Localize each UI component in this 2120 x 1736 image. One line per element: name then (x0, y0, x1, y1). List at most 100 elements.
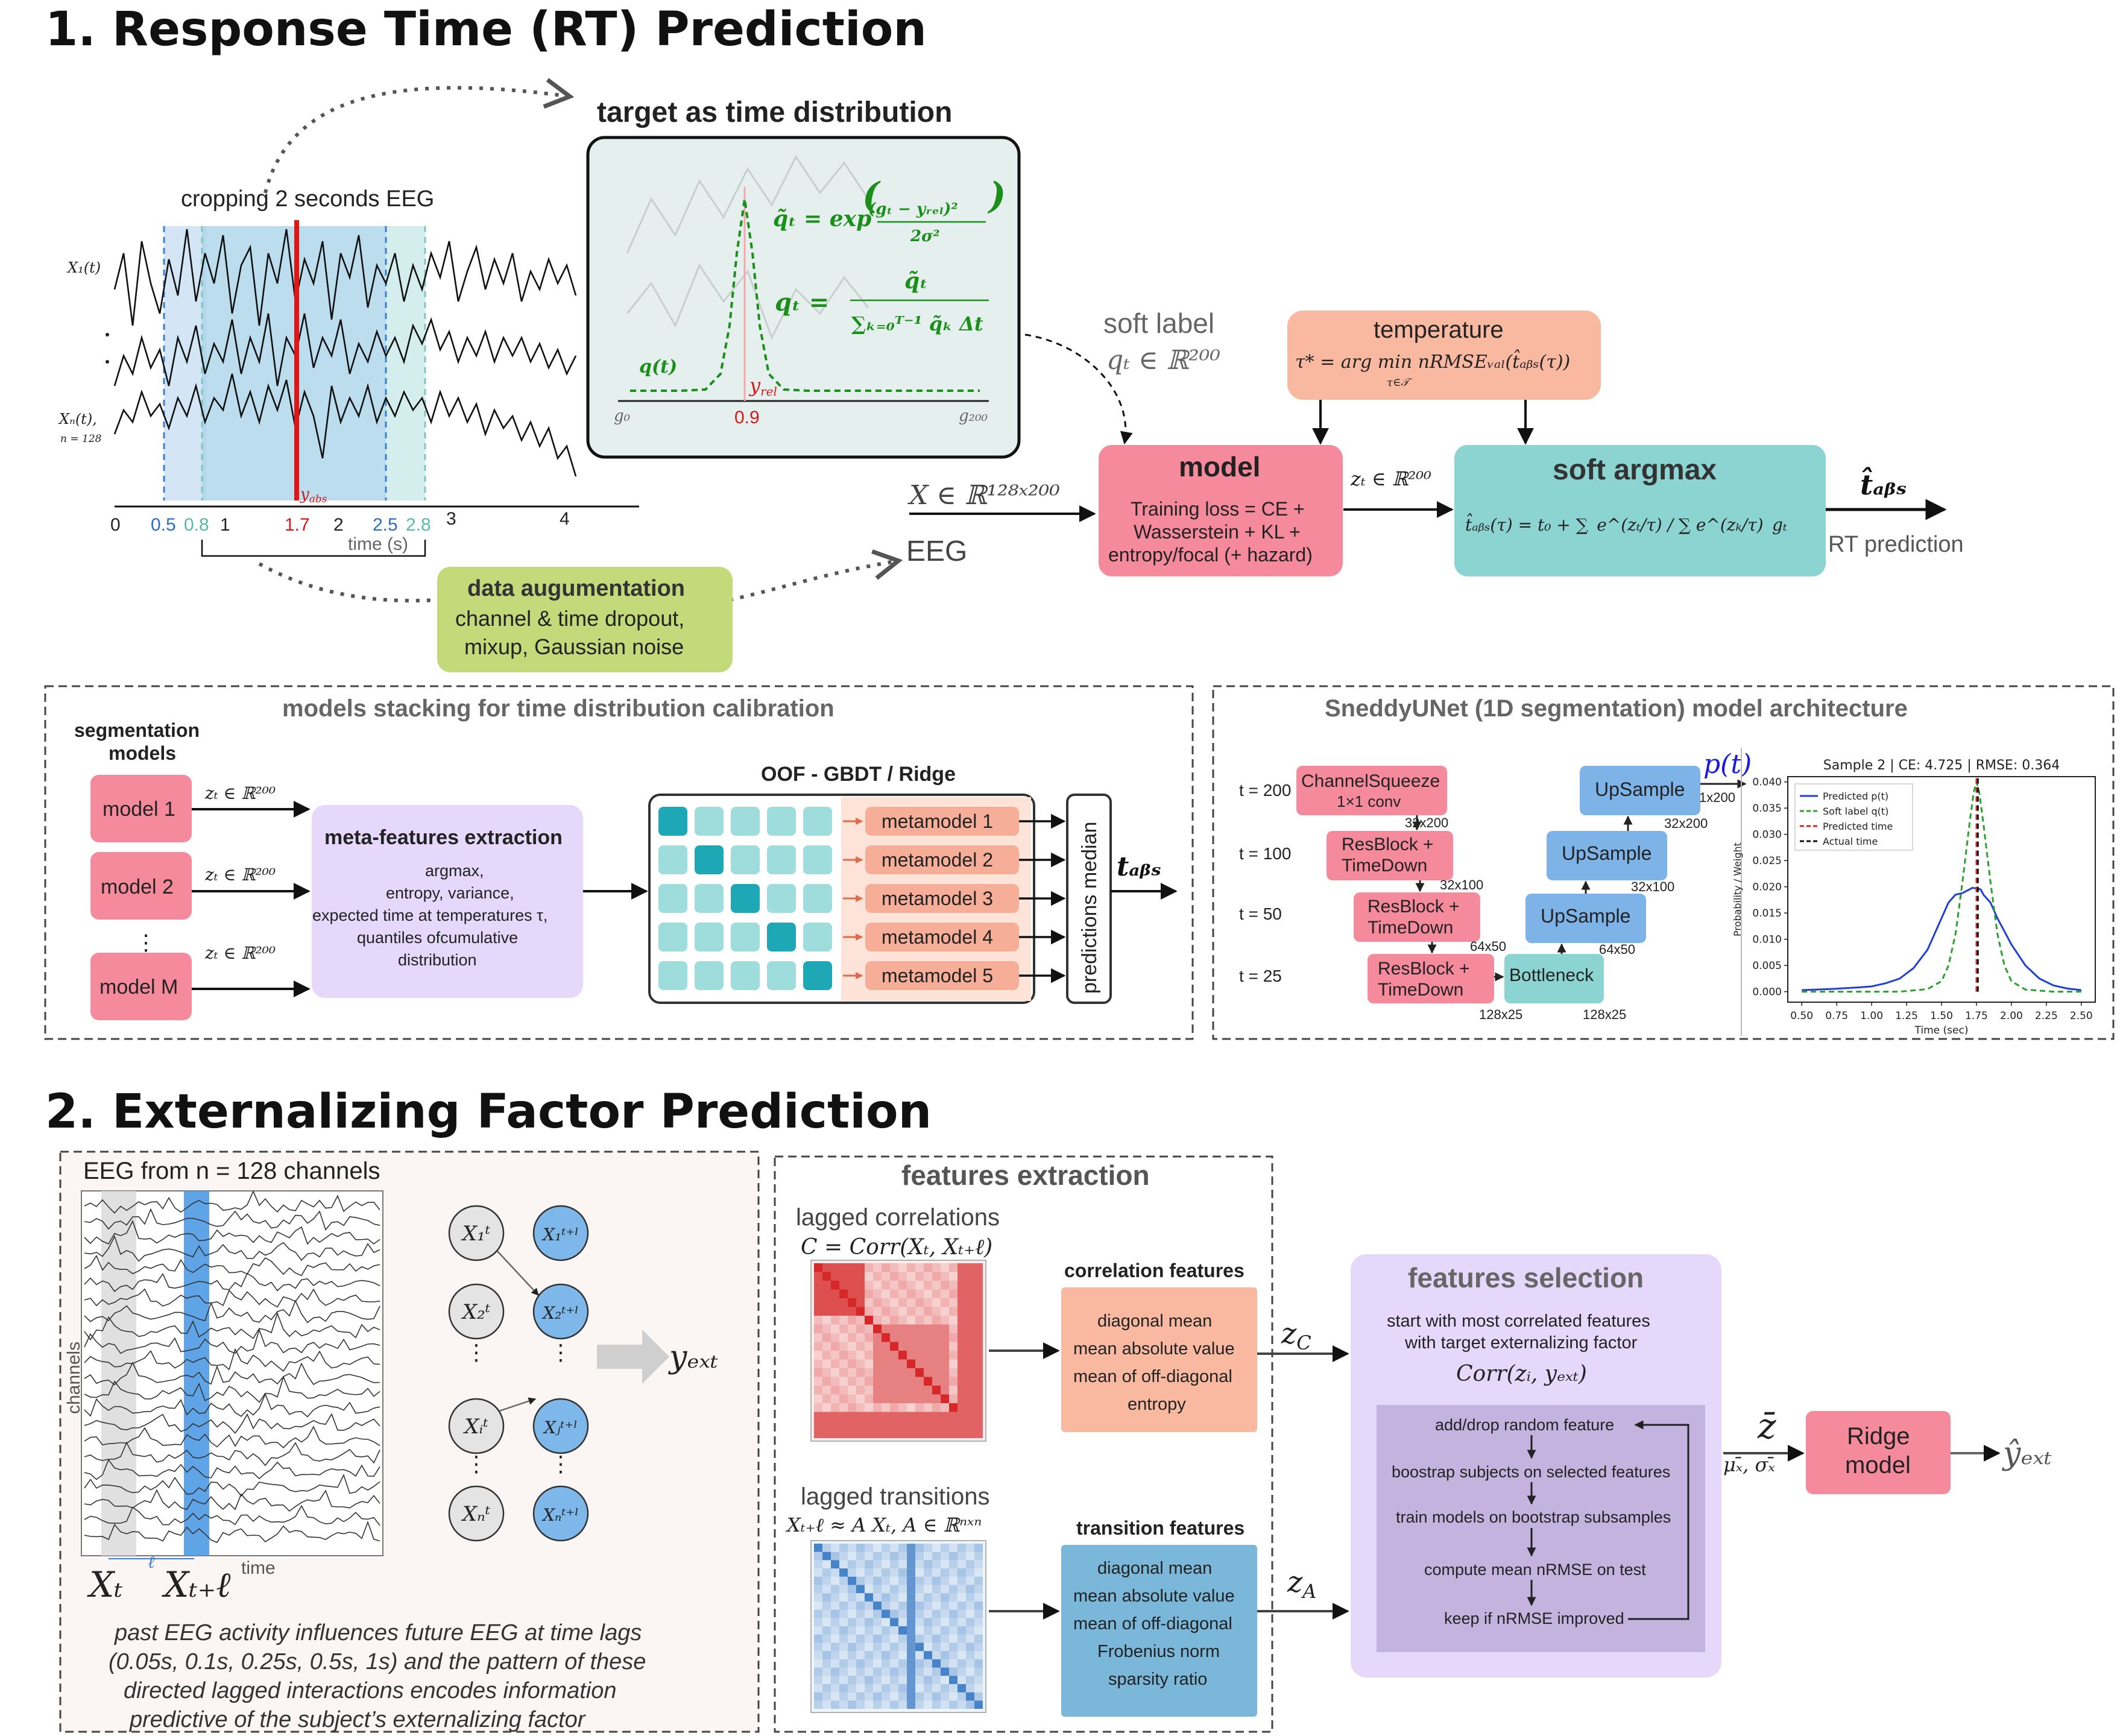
oof-cell (731, 884, 760, 913)
stacking-title: models stacking for time distribution ca… (282, 695, 834, 722)
oof-cell (731, 807, 760, 836)
chart-ytick: 0.025 (1752, 855, 1782, 867)
stack-z-m: zₜ ∈ ℝ²⁰⁰ (204, 943, 276, 963)
chart-ytick: 0.005 (1752, 960, 1782, 972)
oof-cell (658, 923, 687, 952)
lag-node-source-label: X₂ᵗ (461, 1300, 491, 1324)
tick-2: 2 (333, 515, 344, 535)
channel-top-label: X₁(t) (66, 259, 101, 276)
eq2-den: ∑ₖ₌₀ᵀ⁻¹ q̃ₖ Δt (851, 312, 983, 335)
oof-cell (695, 961, 724, 990)
chart-xtick: 1.75 (1965, 1010, 1988, 1022)
up1-label: UpSample (1541, 905, 1630, 927)
dim-128x25-a: 128x25 (1479, 1007, 1522, 1022)
chart-ytick: 0.020 (1752, 882, 1782, 894)
temperature-box: temperature τ* = arg min nRMSEᵥₐₗ(t̂ₐᵦₛ(… (1287, 311, 1601, 400)
level-100: t = 100 (1239, 844, 1291, 863)
chart-xtick: 0.75 (1825, 1010, 1848, 1022)
target-distribution-panel: target as time distribution q̃ₜ = exp (g… (586, 96, 1021, 459)
oof-cell (658, 961, 687, 990)
zbar-params: μₓ̄, σₓ̄ (1723, 1453, 1775, 1476)
trans-box-title: transition features (1076, 1517, 1245, 1539)
meta-line-1: argmax, (425, 862, 484, 880)
oof-cell (767, 961, 796, 990)
caption-line-3: directed lagged interactions encodes inf… (124, 1678, 617, 1703)
oof-grid (658, 807, 832, 990)
temperature-title: temperature (1374, 317, 1504, 343)
chart-ytick: 0.035 (1752, 803, 1782, 815)
corr-line-3: mean of off-diagonal (1073, 1367, 1232, 1386)
output-math: t̂ₐᵦₛ (1860, 467, 1907, 501)
oof-cell (803, 961, 832, 990)
seg-label-2: models (109, 742, 176, 764)
step-5: keep if nRMSE improved (1444, 1609, 1624, 1627)
eq1-num: (gₜ − yᵣₑₗ)² (868, 200, 958, 218)
features-title: features extraction (901, 1160, 1150, 1191)
oof-cell (731, 923, 760, 952)
time-label: time (241, 1558, 276, 1578)
corr-line-4: entropy (1128, 1395, 1186, 1414)
legend-entry: Predicted time (1823, 821, 1893, 832)
trans-math: Xₜ₊ℓ ≈ A Xₜ, A ∈ ℝⁿˣⁿ (785, 1513, 982, 1536)
tick-1: 1 (220, 515, 230, 535)
dim-1x200: 1x200 (1699, 790, 1735, 805)
metamodel-label: metamodel 2 (882, 849, 993, 871)
chart-ytick: 0.015 (1752, 907, 1782, 920)
dim-64x50: 64x50 (1470, 939, 1506, 954)
meta-line-2: entropy, variance, (386, 884, 514, 902)
oof-cell (658, 845, 687, 874)
corr-line-1: diagonal mean (1097, 1311, 1212, 1331)
tick-4: 4 (560, 509, 570, 529)
oof-cell (803, 845, 832, 874)
chart-ytick: 0.030 (1752, 829, 1782, 841)
xtl-label: Xₜ₊ℓ (162, 1564, 230, 1605)
oof-cell (767, 807, 796, 836)
eq2-num: q̃ₜ (904, 268, 928, 294)
dim-32x200: 32x200 (1405, 815, 1448, 830)
input-math: X ∈ ℝ¹²⁸ˣ²⁰⁰ (907, 480, 1060, 511)
lag-dots: ⋮ (550, 1452, 572, 1477)
crop-to-target-arrow (263, 78, 575, 194)
metamodel-label: metamodel 5 (882, 965, 993, 986)
g200-label: g₂₀₀ (959, 407, 988, 425)
oof-cell (803, 923, 832, 952)
selection-math: Corr(zᵢ, yₑₓₜ) (1456, 1362, 1587, 1386)
legend-entry: Soft label q(t) (1823, 806, 1888, 817)
correlation-heatmap-cells (814, 1263, 983, 1438)
metamodel-label: metamodel 1 (882, 810, 993, 832)
features-extraction-panel: features extraction lagged correlations … (774, 1155, 1273, 1733)
lag-dots: ⋮ (465, 1340, 487, 1365)
tick-3: 3 (446, 509, 456, 529)
stack-model-2: model 2 (101, 876, 174, 898)
meta-line-3: expected time at temperatures τ, (312, 906, 547, 924)
trans-line-2: mean absolute value (1073, 1586, 1235, 1606)
res2-line-2: TimeDown (1368, 918, 1453, 938)
augmentation-line-2: mixup, Gaussian noise (464, 634, 684, 659)
oof-cell (767, 845, 796, 874)
caption-line-1: past EEG activity influences future EEG … (114, 1620, 642, 1646)
transition-heatmap-cells (814, 1544, 983, 1709)
eq2-lhs: qₜ = (775, 288, 829, 317)
trans-line-4: Frobenius norm (1097, 1642, 1220, 1661)
lag-node-source-label: X₁ᵗ (461, 1222, 491, 1246)
res2-line-1: ResBlock + (1368, 897, 1460, 917)
y-ext-label: yₑₓₜ (668, 1339, 718, 1375)
output-label: RT prediction (1828, 532, 1964, 557)
metamodel-label: metamodel 3 (882, 888, 993, 909)
sneddy-panel: SneddyUNet (1D segmentation) model archi… (1212, 685, 2115, 1040)
step-3: train models on bootstrap subsamples (1396, 1508, 1671, 1526)
xt-label: Xₜ (87, 1564, 123, 1605)
metamodel-box (865, 807, 1019, 836)
squeeze-line-1: ChannelSqueeze (1301, 771, 1440, 791)
lag-node-source (448, 1398, 505, 1454)
tick-08: 0.8 (184, 515, 209, 535)
trans-line-1: diagonal mean (1097, 1559, 1212, 1578)
chart-ytick: 0.010 (1752, 934, 1782, 946)
corr-box-title: correlation features (1064, 1260, 1245, 1281)
soft-label-title: soft label (1103, 308, 1214, 339)
lag-node-target-label: Xⱼᵗ⁺ˡ (543, 1418, 578, 1438)
channels-label: channels (64, 1342, 84, 1414)
input-label: EEG (906, 535, 967, 567)
chart-xtick: 1.00 (1860, 1010, 1883, 1022)
